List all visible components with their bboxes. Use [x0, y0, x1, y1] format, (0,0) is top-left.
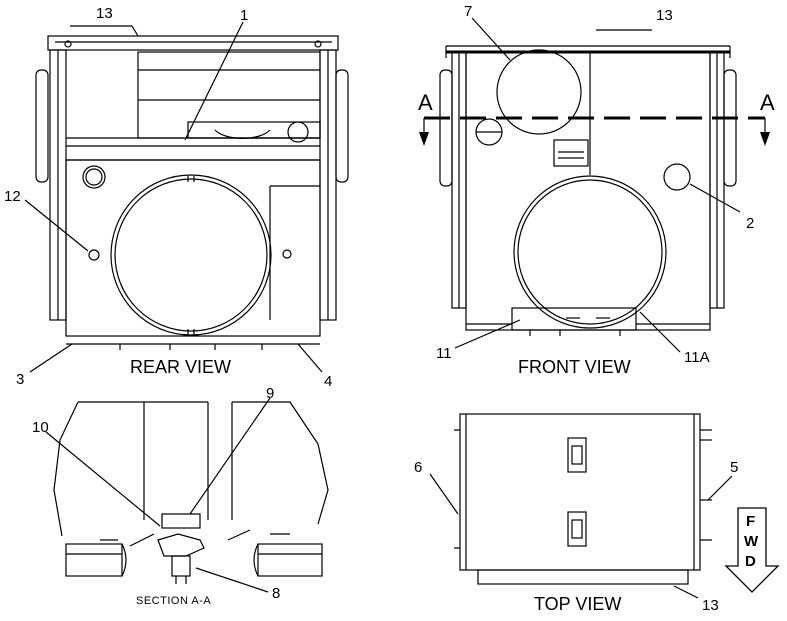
callout-rear-13: 13	[96, 5, 113, 22]
section-mark-left: A	[418, 90, 433, 115]
callout-section-8: 8	[272, 585, 280, 602]
callout-top-13: 13	[702, 597, 719, 614]
section-a-a-title: SECTION A-A	[136, 595, 211, 607]
front-view-drawing	[439, 45, 737, 336]
callout-rear-4: 4	[324, 373, 332, 390]
fwd-letter-d: D	[745, 553, 756, 570]
callout-top-5: 5	[730, 459, 738, 476]
callout-section-9: 9	[266, 385, 274, 402]
fwd-arrow-shape	[724, 507, 780, 593]
callout-front-13: 13	[656, 7, 673, 24]
callout-front-2: 2	[746, 215, 754, 232]
rear-view-title: REAR VIEW	[130, 357, 231, 377]
top-view-title: TOP VIEW	[534, 594, 621, 614]
callout-front-7: 7	[464, 3, 472, 20]
top-view-drawing	[454, 413, 712, 585]
callout-section-10: 10	[32, 419, 49, 436]
section-a-a-drawing	[53, 401, 329, 584]
fwd-letter-f: F	[746, 513, 755, 530]
rear-view-drawing	[35, 35, 349, 350]
callout-rear-3: 3	[16, 371, 24, 388]
callout-front-11: 11	[436, 345, 452, 362]
callout-rear-1: 1	[240, 7, 248, 24]
callout-top-6: 6	[414, 459, 422, 476]
callout-rear-12: 12	[4, 188, 21, 205]
front-view-title: FRONT VIEW	[518, 357, 631, 377]
callout-front-11a: 11A	[684, 349, 710, 366]
fwd-letter-w: W	[744, 533, 759, 550]
section-mark-right: A	[760, 90, 775, 115]
